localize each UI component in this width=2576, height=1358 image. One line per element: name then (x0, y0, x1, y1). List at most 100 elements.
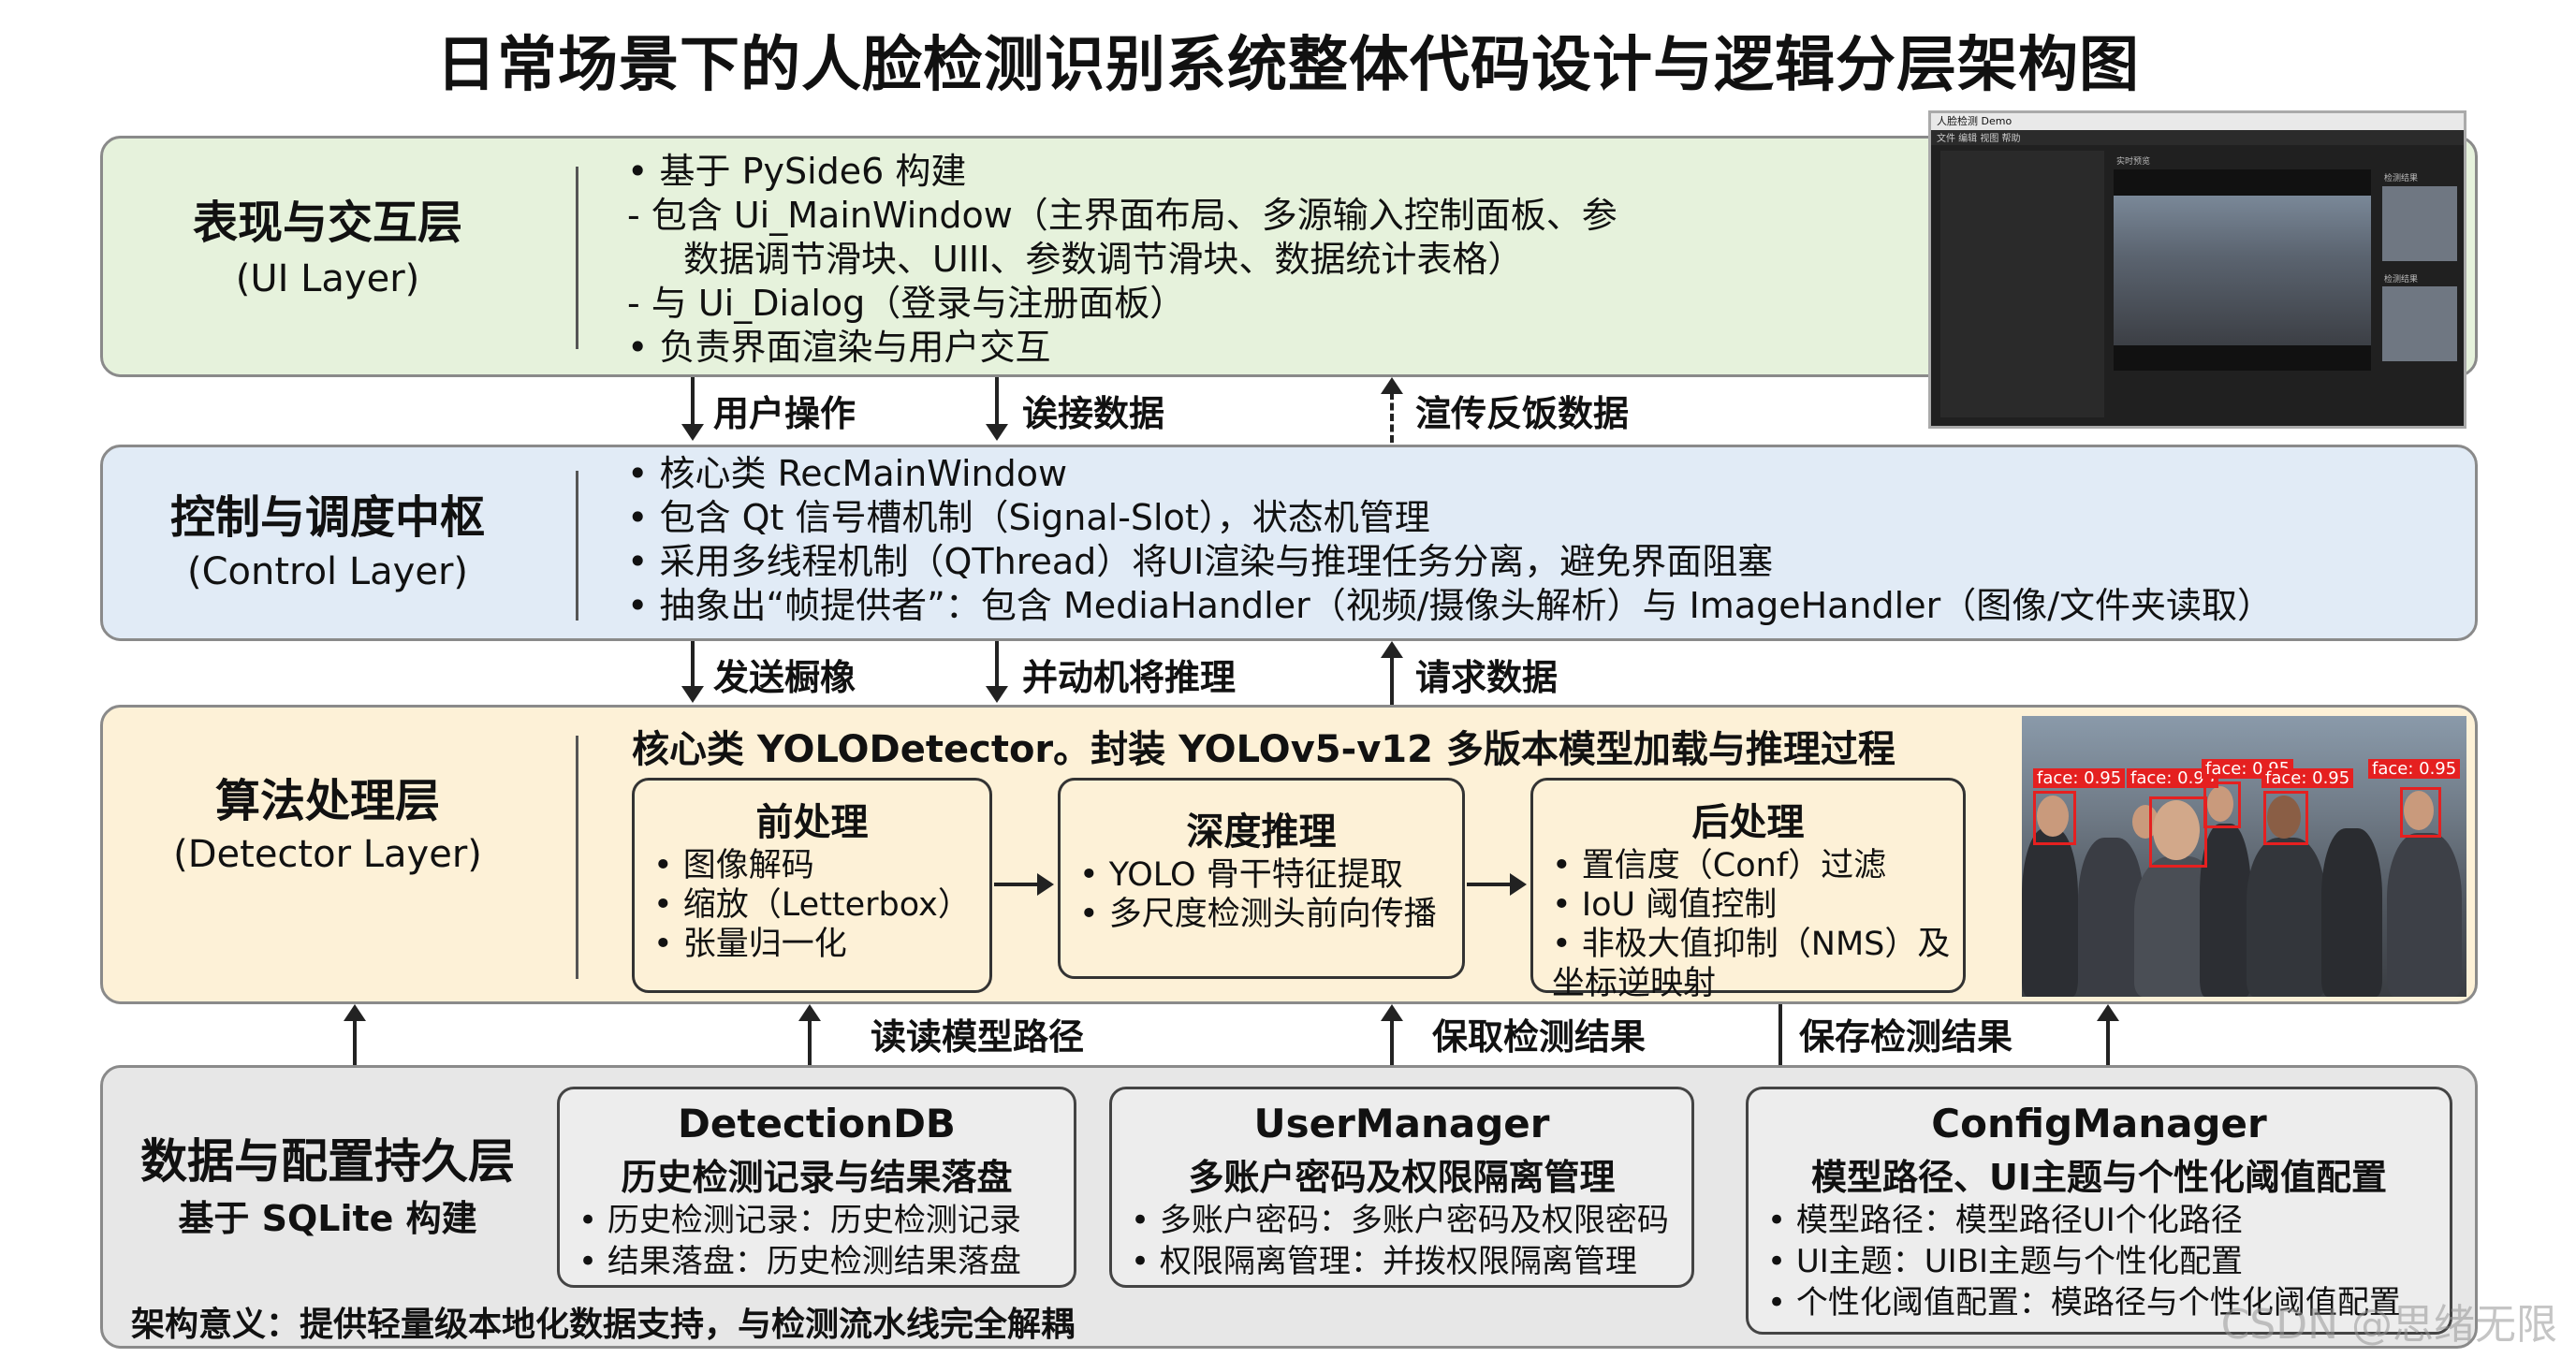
app-thumb-title: 检测结果 (2384, 275, 2419, 285)
watermark: CSDN @思绪无限 (2220, 1301, 2557, 1349)
arrow-line (1778, 1004, 1782, 1066)
arrow-head (798, 1004, 821, 1021)
stage-item: • 图像解码 (653, 847, 814, 884)
app-screenshot: 人脸检测 Demo 文件 编辑 视图 帮助 实时预览 检测结果 检测结果 (1928, 110, 2466, 429)
app-thumb-title: 检测结果 (2384, 174, 2419, 183)
box-desc: 历史检测记录与结果落盘 (621, 1157, 1013, 1198)
data-layer-name: 数据与配置持久层 (140, 1134, 515, 1189)
arrow-head (2097, 1004, 2119, 1021)
architecture-note: 架构意义：提供轻量级本地化数据支持，与检测流水线完全解耦 (131, 1306, 1076, 1344)
box-title: DetectionDB (678, 1101, 956, 1146)
detector-layer-sub: (Detector Layer) (173, 833, 482, 876)
stage-title: 深度推理 (1186, 810, 1337, 854)
box-desc: 多账户密码及权限隔离管理 (1188, 1157, 1616, 1198)
stage-item: • 缩放（Letterbox） (653, 886, 971, 924)
stage-title: 后处理 (1691, 801, 1805, 844)
arrow-label: 用户操作 (713, 393, 856, 434)
bullet: • 核心类 RecMainWindow (627, 453, 1068, 494)
face (2404, 791, 2434, 830)
arrow-head (986, 686, 1008, 703)
person (2078, 838, 2144, 997)
arrow-label: 请求数据 (1415, 657, 1559, 698)
box-item: • 结果落盘：历史检测结果落盘 (578, 1243, 1021, 1280)
app-thumb (2382, 286, 2457, 361)
bullet: • 包含 Qt 信号槽机制（Signal-Slot），状态机管理 (627, 497, 1430, 538)
detectiondb-box: DetectionDB 历史检测记录与结果落盘 • 历史检测记录：历史检测记录 … (557, 1087, 1076, 1288)
data-layer-sub: 基于 SQLite 构建 (178, 1198, 477, 1239)
person (2247, 838, 2326, 997)
box-title: UserManager (1253, 1101, 1550, 1146)
control-layer: 控制与调度中枢 (Control Layer) • 核心类 RecMainWin… (100, 445, 2478, 641)
face (2037, 796, 2069, 837)
data-layer: 数据与配置持久层 基于 SQLite 构建 DetectionDB 历史检测记录… (100, 1065, 2478, 1349)
arrow-label: 保取检测结果 (1432, 1016, 1647, 1058)
arrow-down (691, 377, 695, 426)
bullet: • 基于 PySide6 构建 (627, 151, 967, 192)
person (2022, 828, 2078, 997)
arrow-head (681, 424, 704, 441)
face-label: face: 0.95 (2261, 768, 2354, 788)
person (2387, 833, 2462, 997)
arrow-head (1381, 377, 1403, 394)
arrow-head (681, 686, 704, 703)
stage-title: 前处理 (755, 801, 869, 844)
face-label: face: 0.95 (2368, 759, 2461, 779)
stage-item: • 张量归一化 (653, 926, 847, 963)
box-item: • 模型路径：模型路径UI个化路径 (1767, 1202, 2243, 1239)
face-box (2400, 787, 2441, 838)
arrow-head (1381, 1004, 1403, 1021)
arrows-ctrl-det: 发送橱橡 并动机将推理 请求数据 (0, 641, 2576, 707)
arrow-up (353, 1019, 357, 1066)
box-item: • UI主题：UIBI主题与个性化配置 (1767, 1243, 2244, 1280)
bullet: - 与 Ui_Dialog（登录与注册面板） (627, 283, 1186, 324)
box-item: • 权限隔离管理：并拨权限隔离管理 (1131, 1243, 1637, 1280)
divider (576, 736, 578, 979)
page-title: 日常场景下的人脸检测识别系统整体代码设计与逻辑分层架构图 (436, 31, 2140, 100)
arrow-head (1381, 641, 1403, 658)
stage-item: 坐标逆映射 (1552, 965, 1717, 1002)
preprocess-box: 前处理 • 图像解码 • 缩放（Letterbox） • 张量归一化 (632, 778, 992, 993)
stage-item: • YOLO 骨干特征提取 (1079, 856, 1403, 894)
app-thumb (2382, 186, 2457, 261)
control-bullets: • 核心类 RecMainWindow • 包含 Qt 信号槽机制（Signal… (627, 452, 2273, 628)
divider (576, 167, 578, 349)
control-layer-sub: (Control Layer) (186, 550, 469, 593)
face (2153, 800, 2200, 860)
stage-item: • 非极大值抑制（NMS）及 (1552, 926, 1951, 963)
arrow-head (1510, 873, 1527, 896)
postprocess-box: 后处理 • 置信度（Conf）过滤 • IoU 阈值控制 • 非极大值抑制（NM… (1530, 778, 1966, 1002)
face (2207, 786, 2233, 822)
stage-item: • 多尺度检测头前向传播 (1079, 896, 1437, 933)
arrow-head (986, 424, 1008, 441)
arrow-down (691, 641, 695, 688)
app-preview-photo (2114, 196, 2371, 345)
face-label: face: 0.95 (2127, 768, 2219, 788)
person (2321, 828, 2382, 997)
box-item: • 多账户密码：多账户密码及权限密码 (1131, 1202, 1669, 1239)
divider (576, 471, 578, 621)
box-item: • 个性化阈值配置：模路径与个性化阈值配置 (1767, 1284, 2401, 1321)
bullet: • 负责界面渲染与用户交互 (627, 327, 1051, 368)
inference-box: 深度推理 • YOLO 骨干特征提取 • 多尺度检测头前向传播 (1058, 778, 1465, 979)
ui-layer-sub: (UI Layer) (235, 257, 420, 300)
arrow-label: 渲传反饭数据 (1415, 393, 1630, 434)
arrow-up (1390, 656, 1394, 705)
stage-item: • 置信度（Conf）过滤 (1552, 847, 1887, 884)
arrow-label: 诶接数据 (1022, 393, 1165, 434)
detector-layer-name: 算法处理层 (214, 775, 440, 827)
flow-arrow (1467, 883, 1514, 886)
ui-layer-name: 表现与交互层 (192, 197, 462, 249)
face-box (2033, 791, 2076, 845)
app-title-bar: 人脸检测 Demo (1931, 113, 2464, 130)
face-box (2203, 781, 2241, 828)
box-item: • 历史检测记录：历史检测记录 (578, 1202, 1021, 1239)
bullet: 数据调节滑块、UIII、参数调节滑块、数据统计表格） (683, 239, 1524, 280)
app-menu-bar: 文件 编辑 视图 帮助 (1931, 130, 2464, 145)
box-desc: 模型路径、UI主题与个性化阈值配置 (1811, 1157, 2387, 1198)
detector-headline: 核心类 YOLODetector。封装 YOLOv5-v12 多版本模型加载与推… (632, 728, 1895, 771)
arrow-down (995, 377, 999, 426)
arrow-label: 发送橱橡 (713, 657, 856, 698)
arrow-label: 保存检测结果 (1799, 1016, 2013, 1058)
usermanager-box: UserManager 多账户密码及权限隔离管理 • 多账户密码：多账户密码及权… (1109, 1087, 1694, 1288)
arrow-up-dashed (1390, 392, 1394, 443)
